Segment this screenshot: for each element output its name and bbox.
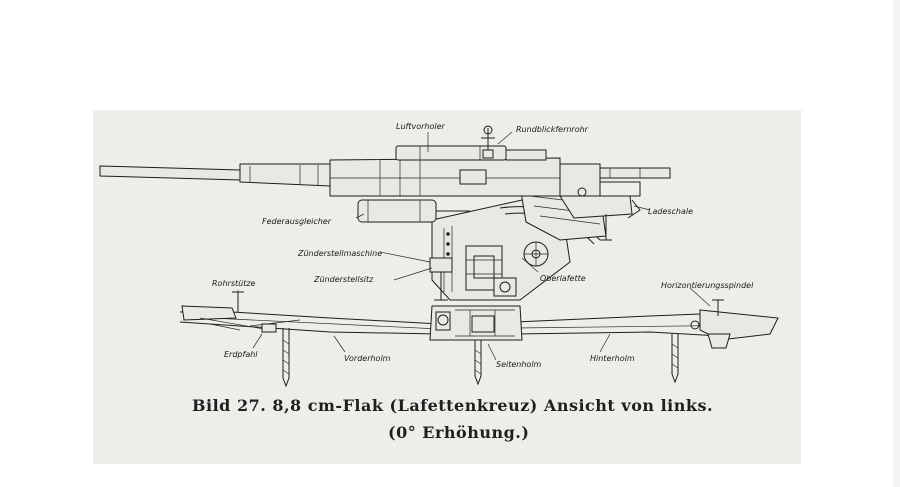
label-erdpfahl: Erdpfahl xyxy=(224,350,258,359)
label-rohrstuetze: Rohrstütze xyxy=(212,279,256,288)
label-horizontierungsspindel: Horizontierungsspindel xyxy=(661,281,754,290)
upper-carriage xyxy=(357,185,607,301)
label-luftvorholer: Luftvorholer xyxy=(396,122,446,131)
carriage-cross xyxy=(179,291,779,388)
label-ladeschale: Ladeschale xyxy=(648,207,693,216)
label-hinterholm: Hinterholm xyxy=(590,354,635,363)
label-rundblickfernrohr: Rundblickfernrohr xyxy=(516,125,589,134)
label-federausgleicher: Federausgleicher xyxy=(262,217,332,226)
label-vorderholm: Vorderholm xyxy=(344,354,391,363)
label-oberlafette: Oberlafette xyxy=(540,274,586,283)
label-seitenholm: Seitenholm xyxy=(496,360,542,369)
label-zuenderstellsitz: Zünderstellsitz xyxy=(313,275,374,284)
scan-edge xyxy=(893,0,900,487)
gun-barrel xyxy=(99,125,671,241)
caption-line-1: Bild 27. 8,8 cm-Flak (Lafettenkreuz) Ans… xyxy=(192,396,713,415)
label-zuenderstellmaschine: Zünderstellmaschine xyxy=(297,249,382,258)
caption-line-2: (0° Erhöhung.) xyxy=(388,423,529,442)
leader-lines xyxy=(237,131,711,361)
